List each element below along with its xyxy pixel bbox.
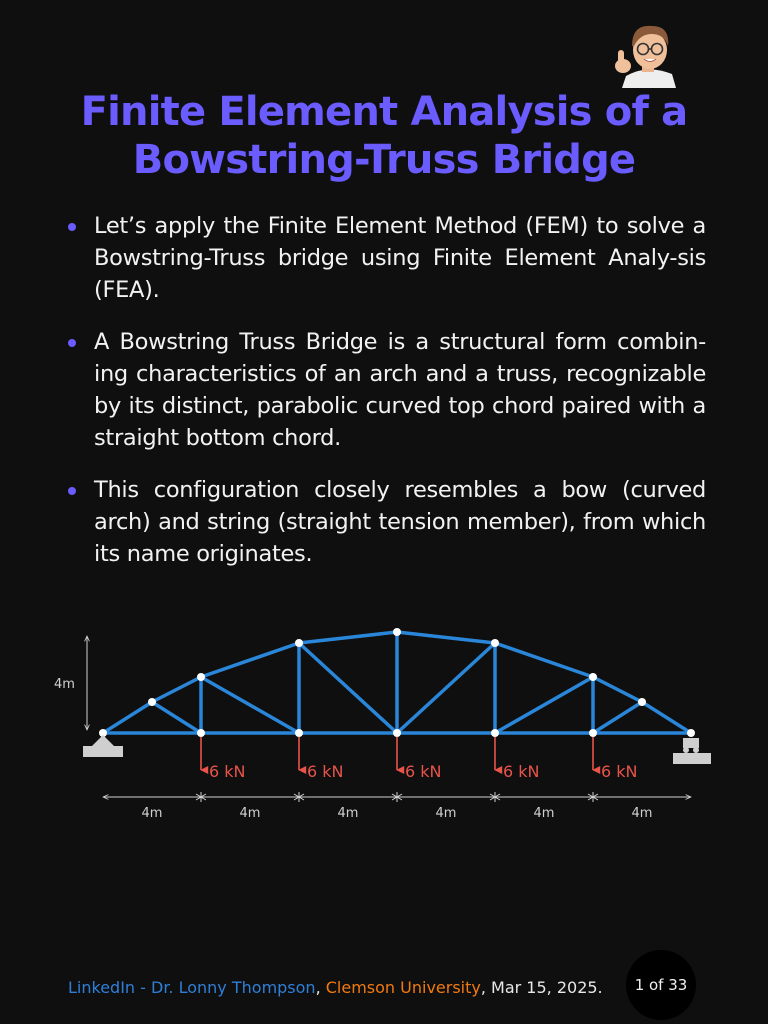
span-label: 4m bbox=[142, 806, 163, 821]
footer-separator: , bbox=[315, 978, 326, 997]
truss-nodes bbox=[99, 628, 695, 737]
bullet-dot-icon bbox=[68, 487, 76, 495]
bullet-text: A Bowstring Truss Bridge is a structural… bbox=[94, 329, 706, 451]
page-indicator: 1 of 33 bbox=[626, 950, 696, 1020]
bullet-text: Let’s apply the Finite Element Method (F… bbox=[94, 213, 706, 303]
footer-separator: , bbox=[480, 978, 492, 997]
height-label: 4m bbox=[54, 677, 75, 692]
load-arrows bbox=[200, 737, 601, 774]
load-labels: 6 kN 6 kN 6 kN 6 kN 6 kN bbox=[209, 762, 638, 781]
span-labels: 4m 4m 4m 4m 4m 4m bbox=[142, 806, 653, 821]
roller-support-right bbox=[673, 738, 711, 764]
pin-support-left bbox=[83, 735, 123, 757]
span-label: 4m bbox=[240, 806, 261, 821]
page-title: Finite Element Analysis of a Bowstring-T… bbox=[30, 88, 738, 184]
linkedin-link[interactable]: LinkedIn - Dr. Lonny Thompson bbox=[68, 978, 316, 997]
bowstring-truss-diagram: 4m bbox=[54, 628, 711, 821]
bullet-list: Let’s apply the Finite Element Method (F… bbox=[66, 210, 706, 590]
load-label: 6 kN bbox=[601, 762, 638, 781]
bullet-dot-icon bbox=[68, 339, 76, 347]
bullet-item: Let’s apply the Finite Element Method (F… bbox=[66, 210, 706, 306]
footer: LinkedIn - Dr. Lonny Thompson, Clemson U… bbox=[68, 978, 603, 997]
university-link[interactable]: Clemson University bbox=[325, 978, 481, 997]
avatar bbox=[615, 25, 676, 88]
bullet-item: A Bowstring Truss Bridge is a structural… bbox=[66, 326, 706, 454]
bullet-dot-icon bbox=[68, 223, 76, 231]
span-label: 4m bbox=[534, 806, 555, 821]
span-label: 4m bbox=[632, 806, 653, 821]
load-label: 6 kN bbox=[503, 762, 540, 781]
truss-members bbox=[101, 630, 693, 735]
span-label: 4m bbox=[338, 806, 359, 821]
bullet-item: This configuration closely resembles a b… bbox=[66, 474, 706, 570]
title-line-2: Bowstring-Truss Bridge bbox=[132, 137, 636, 183]
bullet-text: This configuration closely resembles a b… bbox=[94, 477, 706, 567]
span-label: 4m bbox=[436, 806, 457, 821]
title-line-1: Finite Element Analysis of a bbox=[80, 89, 689, 135]
span-dimension bbox=[103, 792, 691, 802]
load-label: 6 kN bbox=[307, 762, 344, 781]
load-label: 6 kN bbox=[209, 762, 246, 781]
load-label: 6 kN bbox=[405, 762, 442, 781]
height-dimension: 4m bbox=[54, 636, 87, 730]
footer-date: Mar 15, 2025. bbox=[491, 978, 603, 997]
